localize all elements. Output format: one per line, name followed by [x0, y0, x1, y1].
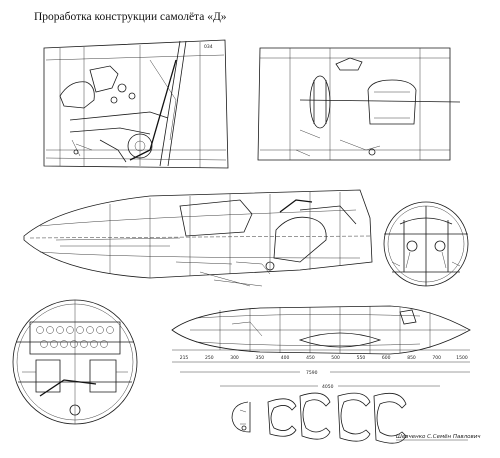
cockpit-side-view: 034 — [43, 39, 229, 169]
fuselage-side-view — [23, 189, 373, 287]
signature-text: Шевченко С.Семён Павлович — [396, 434, 481, 440]
station-labels: 215 250 300 350 400 450 500 550 600 850 700 1500 — [180, 355, 468, 361]
cockpit-top-view — [257, 47, 461, 161]
overall-length-label: 7590 — [306, 370, 318, 376]
station-label: 300 — [230, 355, 239, 361]
frame-profiles: Шевченко С.Семён Павлович — [231, 392, 481, 444]
station-label: 600 — [382, 355, 391, 361]
page-title: Проработка конструкции самолёта «Д» — [34, 11, 227, 23]
station-label: 250 — [205, 355, 214, 361]
station-label: 850 — [407, 355, 416, 361]
station-label: 450 — [306, 355, 315, 361]
overall-sub-label: 4050 — [322, 384, 334, 390]
station-label: 400 — [281, 355, 290, 361]
bulkhead-front-view — [12, 299, 138, 425]
station-label: 1500 — [456, 355, 468, 361]
station-label: 700 — [432, 355, 441, 361]
fuselage-plan-view: 215 250 300 350 400 450 500 550 600 850 700 1500 75… — [171, 305, 471, 390]
instrument-cluster — [36, 326, 114, 348]
sheet-number: 034 — [204, 44, 213, 50]
station-label: 550 — [357, 355, 366, 361]
station-label: 215 — [180, 355, 189, 361]
station-label: 350 — [256, 355, 265, 361]
station-label: 500 — [331, 355, 340, 361]
fuselage-frame-section — [383, 201, 469, 287]
